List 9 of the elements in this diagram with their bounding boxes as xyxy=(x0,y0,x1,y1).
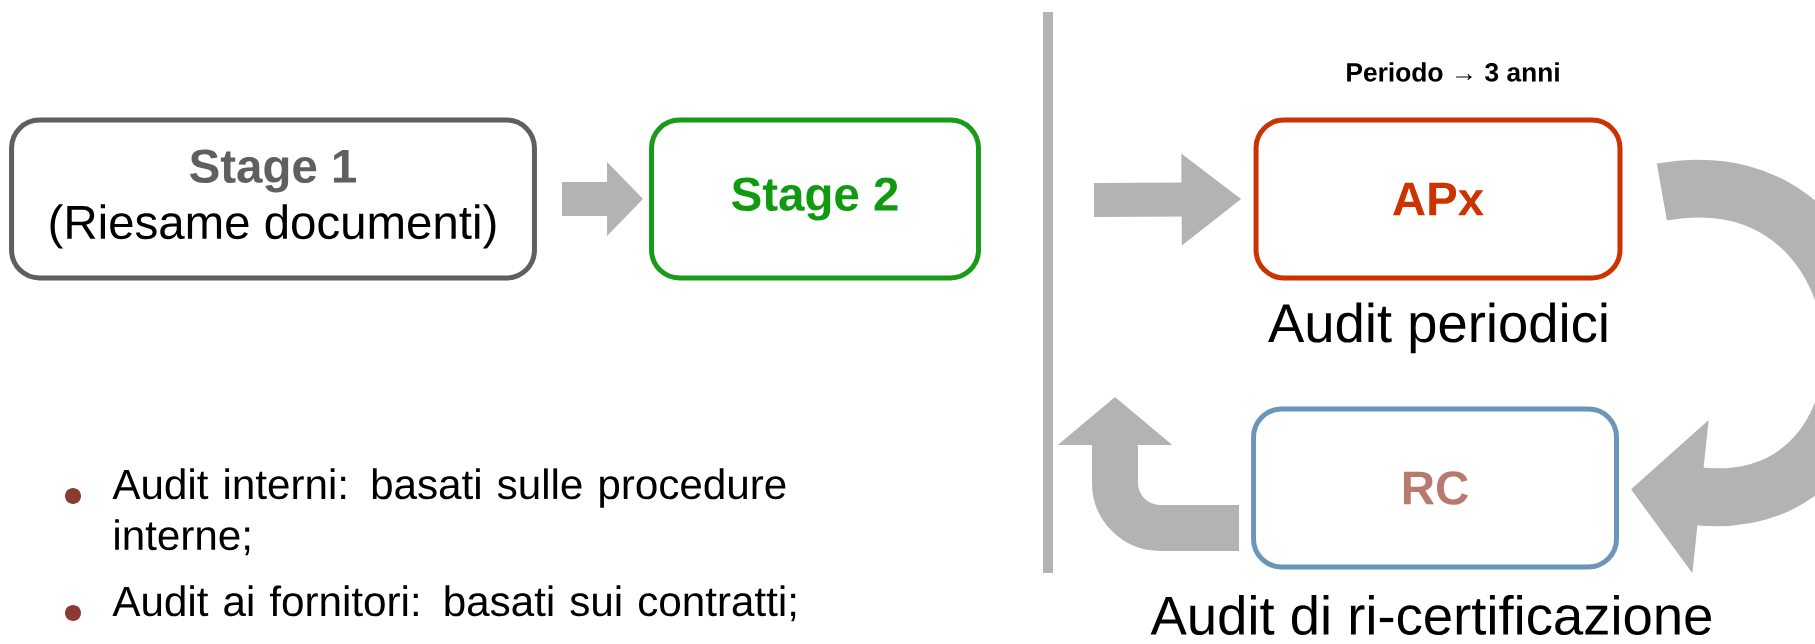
process-box: APx xyxy=(1253,117,1623,281)
process-box: Stage 1 (Riesame documenti) xyxy=(9,117,537,281)
bullet-item: Audit interni: basati sulle procedure interne; xyxy=(112,468,786,556)
bullet-item: Audit ai fornitori: basati sui contratti; xyxy=(112,585,796,622)
heading-label: Periodo → 3 anni xyxy=(1347,62,1559,82)
process-box: Stage 2 xyxy=(649,117,981,281)
node-label: Audit periodici xyxy=(1268,302,1607,354)
node-label: Audit di ri-certificazione xyxy=(1150,594,1711,635)
process-box: RC xyxy=(1251,406,1619,570)
